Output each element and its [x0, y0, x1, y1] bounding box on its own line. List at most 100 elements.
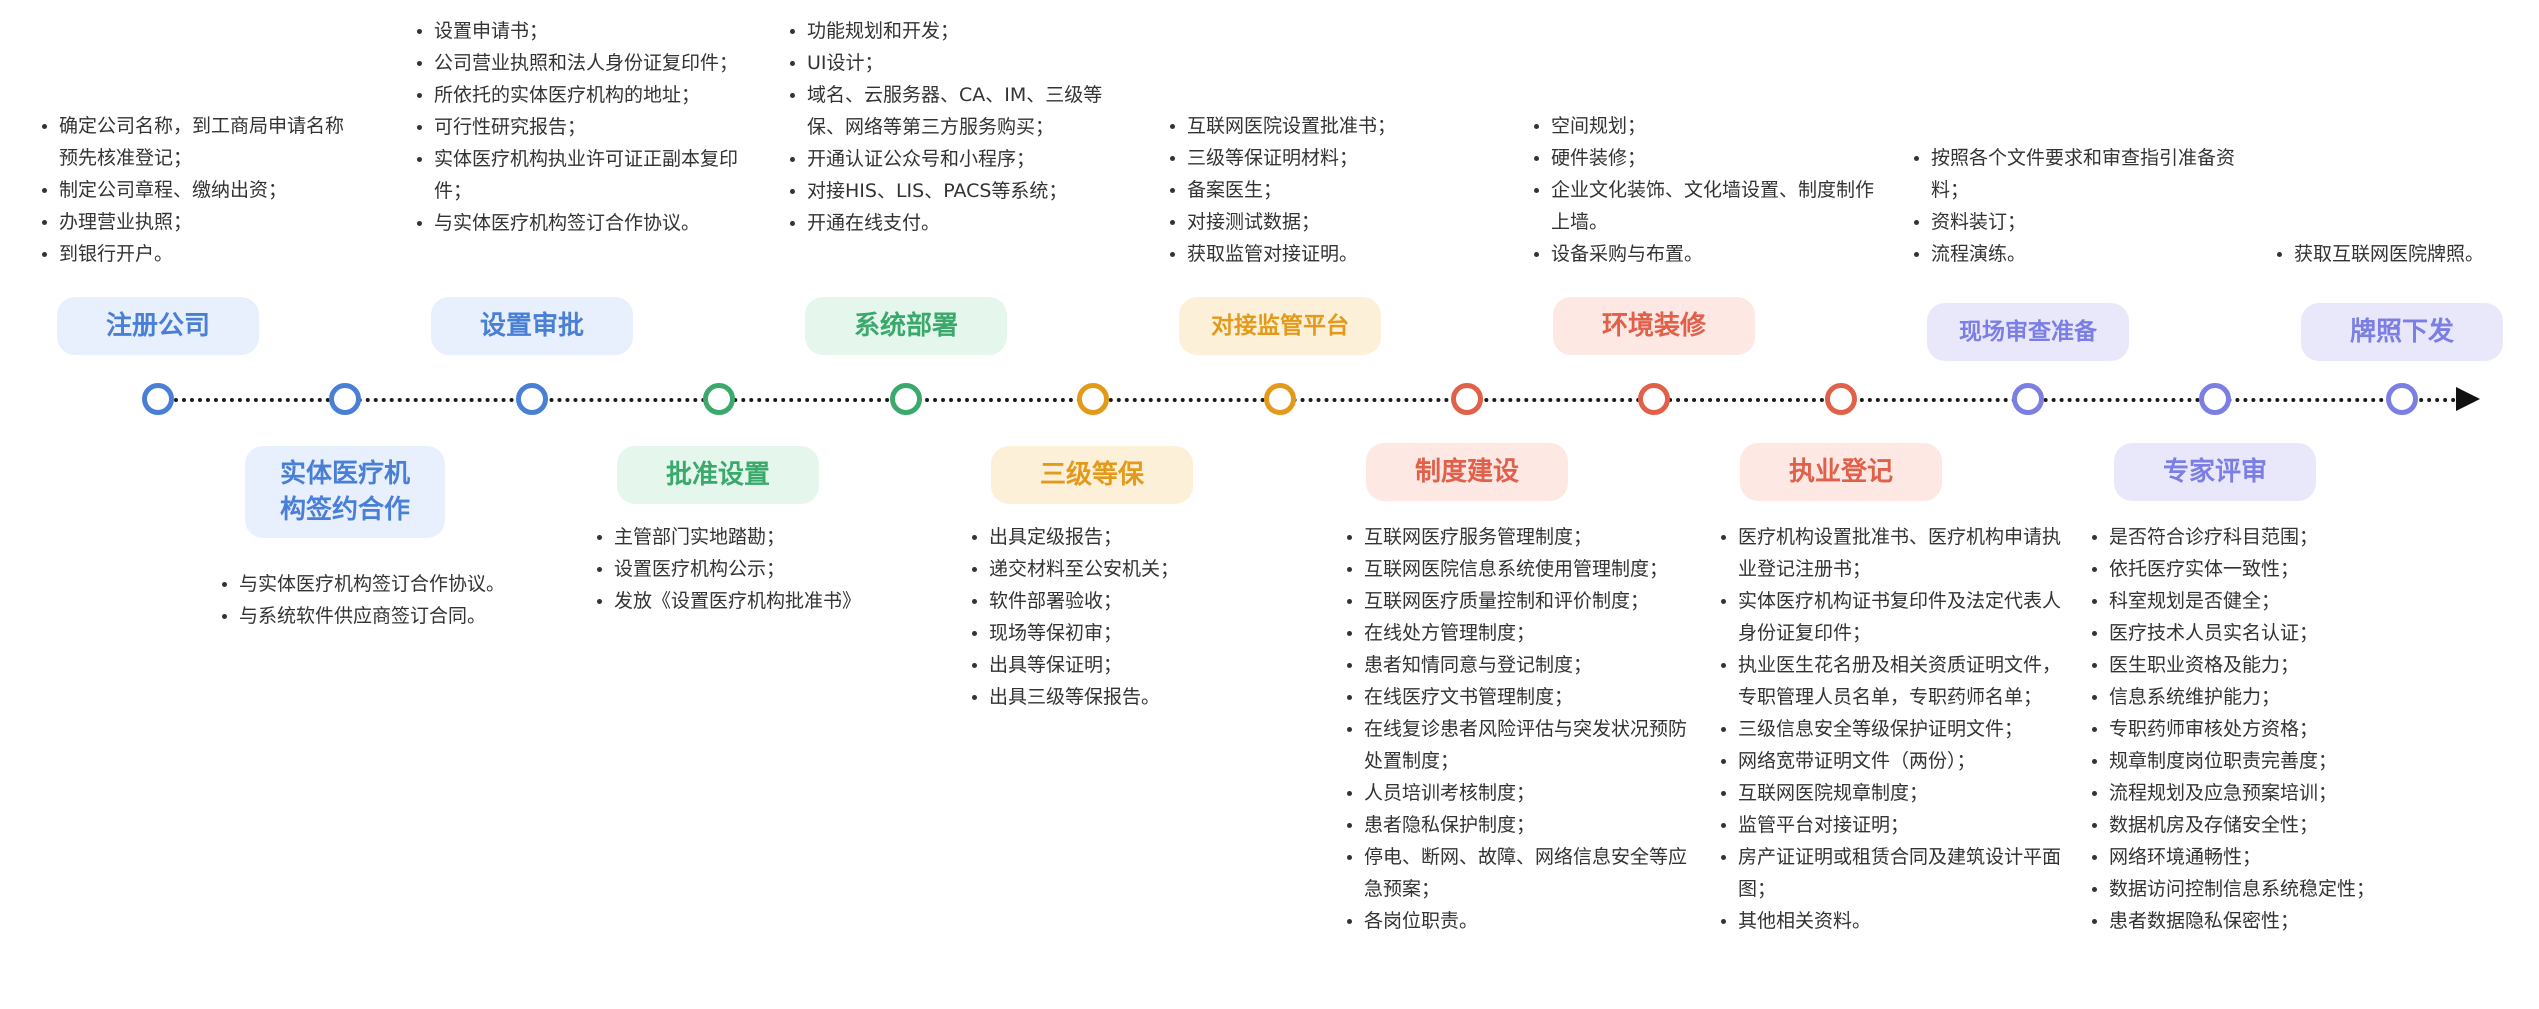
list-item: 人员培训考核制度；: [1364, 777, 1704, 809]
step-label-system-building: 制度建设: [1366, 443, 1568, 501]
list-item: UI设计；: [807, 47, 1127, 79]
list-item: 在线复诊患者风险评估与突发状况预防处置制度；: [1364, 713, 1704, 777]
list-item: 到银行开户。: [59, 238, 359, 270]
list-item: 互联网医疗质量控制和评价制度；: [1364, 585, 1704, 617]
list-item: 按照各个文件要求和审查指引准备资料；: [1931, 142, 2271, 206]
step-items-expert-review: 是否符合诊疗科目范围；依托医疗实体一致性；科室规划是否健全；医疗技术人员实名认证…: [2080, 521, 2469, 937]
step-items-practice-registration: 医疗机构设置批准书、医疗机构申请执业登记注册书；实体医疗机构证书复印件及法定代表…: [1709, 521, 2078, 937]
list-item: 实体医疗机构执业许可证正副本复印件；: [434, 143, 759, 207]
list-item: 与实体医疗机构签订合作协议。: [239, 568, 579, 600]
list-item: 开通在线支付。: [807, 207, 1127, 239]
list-item: 现场等保初审；: [989, 617, 1289, 649]
timeline-node-13: [2386, 383, 2418, 415]
list-item: 患者隐私保护制度；: [1364, 809, 1704, 841]
list-item: 对接测试数据；: [1187, 206, 1487, 238]
step-items-partner-contract: 与实体医疗机构签订合作协议。与系统软件供应商签订合同。: [210, 568, 579, 632]
list-item: 获取监管对接证明。: [1187, 238, 1487, 270]
list-item: 网络环境通畅性；: [2109, 841, 2469, 873]
list-item: 医生职业资格及能力；: [2109, 649, 2469, 681]
list-item: 企业文化装饰、文化墙设置、制度制作上墙。: [1551, 174, 1891, 238]
list-item: 资料装订；: [1931, 206, 2271, 238]
list-item: 数据访问控制信息系统稳定性；: [2109, 873, 2469, 905]
list-item: 规章制度岗位职责完善度；: [2109, 745, 2469, 777]
list-item: 流程规划及应急预案培训；: [2109, 777, 2469, 809]
list-item: 科室规划是否健全；: [2109, 585, 2469, 617]
list-item: 网络宽带证明文件（两份）；: [1738, 745, 2078, 777]
timeline-line: [158, 398, 2458, 402]
timeline-node-3: [516, 383, 548, 415]
list-item: 制定公司章程、缴纳出资；: [59, 174, 359, 206]
list-item: 互联网医院设置批准书；: [1187, 110, 1487, 142]
step-label-renovation: 环境装修: [1553, 297, 1755, 355]
step-items-approve-setup: 主管部门实地踏勘；设置医疗机构公示；发放《设置医疗机构批准书》: [585, 521, 944, 617]
list-item: 出具定级报告；: [989, 521, 1289, 553]
list-item: 发放《设置医疗机构批准书》: [614, 585, 944, 617]
list-item: 流程演练。: [1931, 238, 2271, 270]
list-item: 其他相关资料。: [1738, 905, 2078, 937]
list-item: 在线处方管理制度；: [1364, 617, 1704, 649]
list-item: 出具三级等保报告。: [989, 681, 1289, 713]
list-item: 互联网医院信息系统使用管理制度；: [1364, 553, 1704, 585]
list-item: 空间规划；: [1551, 110, 1891, 142]
timeline-node-7: [1264, 383, 1296, 415]
list-item: 公司营业执照和法人身份证复印件；: [434, 47, 759, 79]
step-items-register-company: 确定公司名称，到工商局申请名称预先核准登记；制定公司章程、缴纳出资；办理营业执照…: [30, 110, 359, 270]
list-item: 专职药师审核处方资格；: [2109, 713, 2469, 745]
list-item: 实体医疗机构证书复印件及法定代表人身份证复印件；: [1738, 585, 2078, 649]
timeline-node-6: [1077, 383, 1109, 415]
list-item: 硬件装修；: [1551, 142, 1891, 174]
timeline-node-8: [1451, 383, 1483, 415]
list-item: 是否符合诊疗科目范围；: [2109, 521, 2469, 553]
list-item: 备案医生；: [1187, 174, 1487, 206]
list-item: 功能规划和开发；: [807, 15, 1127, 47]
timeline-node-4: [703, 383, 735, 415]
step-items-license-issued: 获取互联网医院牌照。: [2265, 238, 2539, 270]
step-label-license-issued: 牌照下发: [2301, 303, 2503, 361]
list-item: 在线医疗文书管理制度；: [1364, 681, 1704, 713]
step-items-renovation: 空间规划；硬件装修；企业文化装饰、文化墙设置、制度制作上墙。设备采购与布置。: [1522, 110, 1891, 270]
list-item: 数据机房及存储安全性；: [2109, 809, 2469, 841]
list-item: 医疗机构设置批准书、医疗机构申请执业登记注册书；: [1738, 521, 2078, 585]
step-label-expert-review: 专家评审: [2114, 443, 2316, 501]
list-item: 执业医生花名册及相关资质证明文件，专职管理人员名单，专职药师名单；: [1738, 649, 2078, 713]
step-label-regulatory-platform: 对接监管平台: [1179, 297, 1381, 355]
timeline-node-10: [1825, 383, 1857, 415]
list-item: 信息系统维护能力；: [2109, 681, 2469, 713]
list-item: 患者数据隐私保密性；: [2109, 905, 2469, 937]
list-item: 与实体医疗机构签订合作协议。: [434, 207, 759, 239]
list-item: 设置申请书；: [434, 15, 759, 47]
step-label-onsite-review-prep: 现场审查准备: [1927, 303, 2129, 361]
list-item: 三级信息安全等级保护证明文件；: [1738, 713, 2078, 745]
timeline-node-12: [2199, 383, 2231, 415]
list-item: 停电、断网、故障、网络信息安全等应急预案；: [1364, 841, 1704, 905]
list-item: 所依托的实体医疗机构的地址；: [434, 79, 759, 111]
timeline-node-11: [2012, 383, 2044, 415]
list-item: 对接HIS、LIS、PACS等系统；: [807, 175, 1127, 207]
list-item: 房产证证明或租赁合同及建筑设计平面图；: [1738, 841, 2078, 905]
step-label-approve-setup: 批准设置: [617, 446, 819, 504]
list-item: 出具等保证明；: [989, 649, 1289, 681]
timeline-arrow-icon: [2456, 387, 2480, 411]
list-item: 互联网医院规章制度；: [1738, 777, 2078, 809]
timeline-node-5: [890, 383, 922, 415]
step-items-onsite-review-prep: 按照各个文件要求和审查指引准备资料；资料装订；流程演练。: [1902, 142, 2271, 270]
list-item: 三级等保证明材料；: [1187, 142, 1487, 174]
list-item: 软件部署验收；: [989, 585, 1289, 617]
list-item: 获取互联网医院牌照。: [2294, 238, 2539, 270]
step-label-practice-registration: 执业登记: [1740, 443, 1942, 501]
list-item: 与系统软件供应商签订合同。: [239, 600, 579, 632]
step-items-regulatory-platform: 互联网医院设置批准书；三级等保证明材料；备案医生；对接测试数据；获取监管对接证明…: [1158, 110, 1487, 270]
step-items-system-deploy: 功能规划和开发；UI设计；域名、云服务器、CA、IM、三级等保、网络等第三方服务…: [778, 15, 1127, 239]
step-label-register-company: 注册公司: [57, 297, 259, 355]
list-item: 依托医疗实体一致性；: [2109, 553, 2469, 585]
list-item: 开通认证公众号和小程序；: [807, 143, 1127, 175]
timeline-node-9: [1638, 383, 1670, 415]
list-item: 主管部门实地踏勘；: [614, 521, 944, 553]
list-item: 医疗技术人员实名认证；: [2109, 617, 2469, 649]
step-label-partner-contract: 实体医疗机构签约合作: [245, 446, 445, 538]
step-label-level3-protection: 三级等保: [991, 446, 1193, 504]
list-item: 设备采购与布置。: [1551, 238, 1891, 270]
timeline-node-1: [142, 383, 174, 415]
step-label-setup-approval: 设置审批: [431, 297, 633, 355]
step-items-setup-approval: 设置申请书；公司营业执照和法人身份证复印件；所依托的实体医疗机构的地址；可行性研…: [405, 15, 759, 239]
